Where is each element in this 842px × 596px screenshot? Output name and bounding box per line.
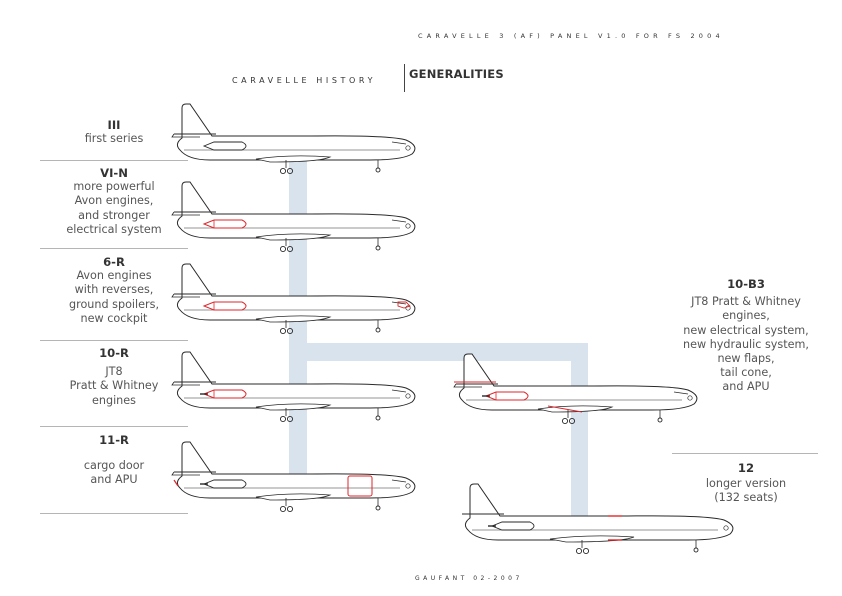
credit-footer: GAUFANT 02-2007 bbox=[415, 575, 523, 582]
separator bbox=[40, 340, 188, 341]
version-VI-N: VI-N more powerful Avon engines, and str… bbox=[40, 166, 188, 237]
version-10-B3: 10-B3 JT8 Pratt & Whitney engines, new e… bbox=[664, 277, 828, 395]
version-line: more powerful bbox=[73, 180, 155, 194]
version-line: new hydraulic system, bbox=[683, 337, 809, 351]
version-id: III bbox=[107, 118, 121, 132]
version-line: Avon engines, bbox=[74, 194, 154, 208]
separator bbox=[672, 453, 818, 454]
version-line: and APU bbox=[90, 473, 138, 487]
version-line: engines, bbox=[722, 309, 770, 323]
version-line: tail cone, bbox=[720, 366, 772, 380]
version-line: JT8 Pratt & Whitney bbox=[691, 295, 801, 309]
version-line: and APU bbox=[722, 380, 770, 394]
separator bbox=[40, 513, 188, 514]
aircraft-12 bbox=[462, 483, 734, 555]
cargo-door-marker bbox=[347, 475, 373, 497]
version-line: Avon engines bbox=[76, 269, 152, 283]
lineage-connectors bbox=[289, 155, 588, 528]
version-line: cargo door bbox=[83, 459, 145, 473]
version-id: 11-R bbox=[99, 433, 129, 447]
version-12: 12 longer version (132 seats) bbox=[664, 461, 828, 506]
version-line: new electrical system, bbox=[683, 323, 809, 337]
separator bbox=[40, 248, 188, 249]
version-line: first series bbox=[84, 132, 144, 146]
version-line: new cockpit bbox=[80, 311, 148, 325]
version-line: new flaps, bbox=[717, 352, 775, 366]
version-6-R: 6-R Avon engines with reverses, ground s… bbox=[40, 255, 188, 326]
version-line: (132 seats) bbox=[714, 491, 778, 505]
aircraft-10-R bbox=[171, 351, 416, 423]
version-line: ground spoilers, bbox=[69, 297, 159, 311]
aircraft-11-R bbox=[171, 441, 416, 513]
version-id: 12 bbox=[737, 461, 755, 475]
version-III: III first series bbox=[40, 118, 188, 146]
version-id: 10-R bbox=[99, 346, 129, 360]
apu-marker bbox=[173, 479, 179, 487]
version-line: and stronger bbox=[78, 208, 150, 222]
version-line: engines bbox=[92, 393, 136, 407]
version-line: Pratt & Whitney bbox=[69, 379, 159, 393]
version-line: electrical system bbox=[66, 222, 162, 236]
version-line: longer version bbox=[705, 477, 787, 491]
aircraft-10-B3 bbox=[453, 353, 698, 425]
version-line bbox=[40, 447, 188, 459]
version-id: 10-B3 bbox=[727, 277, 765, 291]
new-cockpit-marker bbox=[397, 301, 411, 309]
new-flaps-marker bbox=[547, 405, 583, 413]
tab-generalities[interactable]: GENERALITIES bbox=[409, 67, 504, 81]
separator bbox=[40, 426, 188, 427]
version-id: VI-N bbox=[100, 166, 128, 180]
separator bbox=[40, 160, 188, 161]
version-id: 6-R bbox=[103, 255, 125, 269]
version-11-R: 11-R cargo door and APU bbox=[40, 433, 188, 488]
aircraft-6-R bbox=[171, 263, 416, 335]
panel-title: CARAVELLE 3 (AF) PANEL V1.0 FOR FS 2004 bbox=[418, 32, 724, 40]
tab-caravelle-history[interactable]: CARAVELLE HISTORY bbox=[232, 76, 377, 85]
version-10-R: 10-R JT8 Pratt & Whitney engines bbox=[40, 346, 188, 408]
version-line: with reverses, bbox=[74, 283, 154, 297]
tab-separator bbox=[404, 64, 405, 92]
version-line: JT8 bbox=[105, 365, 123, 379]
